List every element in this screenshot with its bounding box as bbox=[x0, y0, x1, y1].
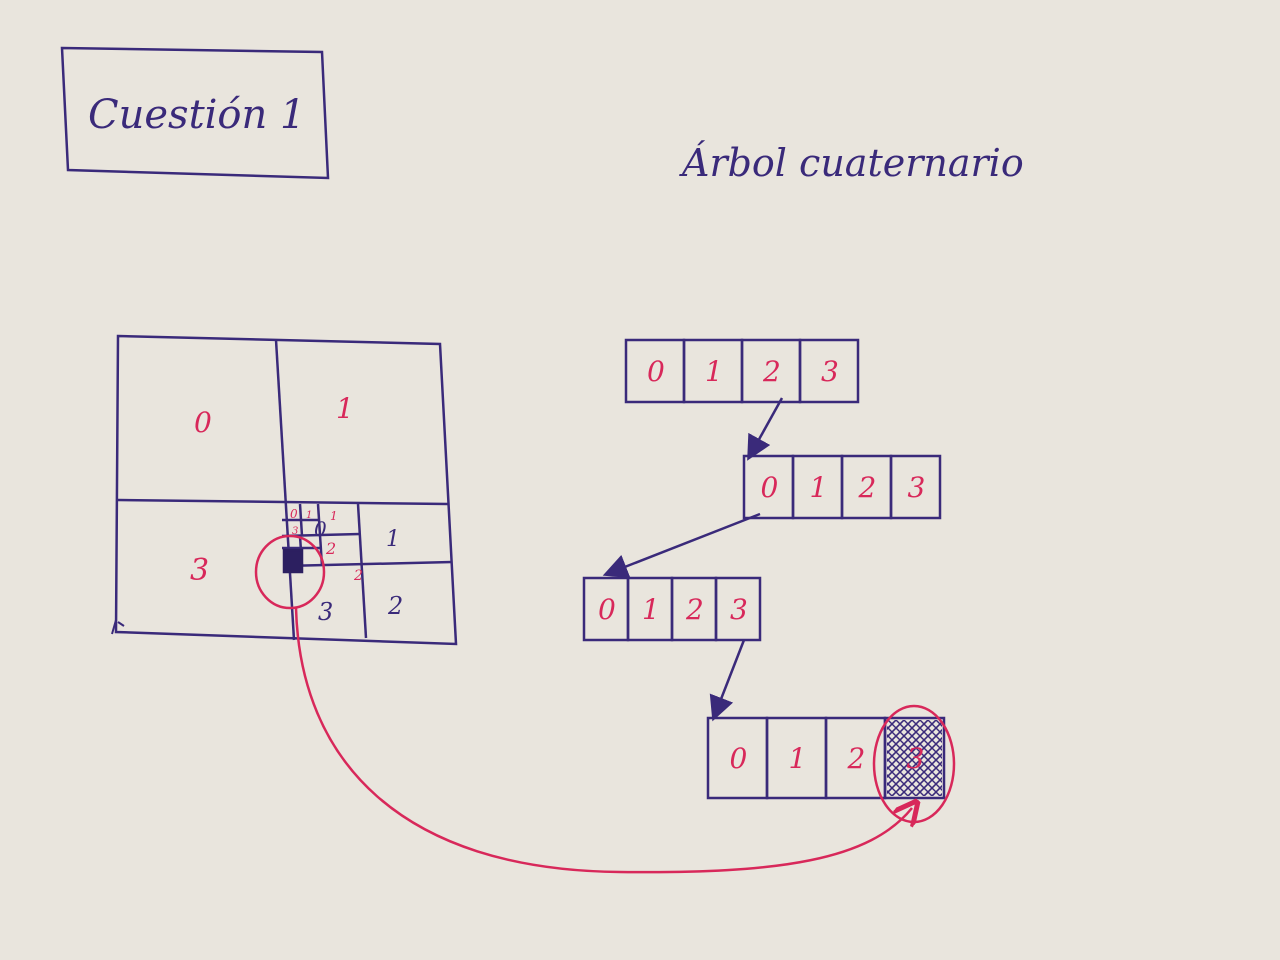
node-cell-label: 3 bbox=[908, 471, 926, 504]
sub-label-2: 2 bbox=[387, 592, 403, 620]
node-cell-label: 0 bbox=[730, 742, 748, 775]
quadrant-label-0: 0 bbox=[194, 406, 212, 439]
node-cell-label: 2 bbox=[685, 593, 704, 626]
node-cell bbox=[798, 338, 860, 404]
tree-node-1: 0 1 2 3 bbox=[624, 338, 860, 404]
quadrant-label-3: 3 bbox=[190, 553, 209, 588]
quadrant-label-1: 1 bbox=[336, 392, 354, 425]
node-cell bbox=[889, 454, 942, 520]
title-box: Cuestión 1 bbox=[60, 46, 330, 180]
tree-pointers bbox=[602, 397, 784, 722]
hatched-cell bbox=[887, 720, 942, 796]
node-cell-label: 1 bbox=[642, 593, 660, 626]
title-text: Cuestión 1 bbox=[88, 92, 305, 138]
node-cell-label: 1 bbox=[789, 742, 807, 775]
sub-label-1: 1 bbox=[386, 527, 400, 552]
node-cell-label: 3 bbox=[907, 742, 925, 775]
node-cell-label: 1 bbox=[810, 471, 828, 504]
pointer-arrow-1 bbox=[747, 397, 784, 461]
sub-vertical-divider bbox=[356, 503, 368, 639]
tiny-label-0: 0 bbox=[290, 507, 298, 521]
subsub-label-1: 1 bbox=[330, 509, 338, 523]
grid-horizontal-divider bbox=[117, 498, 449, 506]
grid-outer-border bbox=[114, 334, 458, 646]
grid-labels: 0 1 3 1 3 2 0 1 2 0 1 3 2 bbox=[190, 392, 403, 626]
tree-node-4: 0 1 2 3 bbox=[706, 716, 946, 800]
node-cell-label: 0 bbox=[598, 593, 616, 626]
node-cell-label: 3 bbox=[821, 355, 839, 388]
quadtree-grid bbox=[111, 334, 458, 646]
sub-label-3: 3 bbox=[318, 598, 333, 626]
node-cell-label: 2 bbox=[847, 742, 866, 775]
node-cell-label: 3 bbox=[730, 593, 748, 626]
subsub-label-2: 2 bbox=[325, 539, 336, 558]
tiny-label-3: 3 bbox=[292, 526, 298, 537]
target-cell-fill bbox=[282, 548, 304, 574]
heading-text: Árbol cuaternario bbox=[679, 141, 1024, 185]
node-cell bbox=[714, 576, 762, 642]
connection-curve bbox=[294, 607, 912, 874]
pointer-arrow-3 bbox=[709, 639, 746, 722]
sub-horizontal-divider bbox=[283, 560, 453, 568]
node-cell-label: 2 bbox=[858, 471, 877, 504]
tiny-vertical-divider bbox=[298, 503, 304, 537]
node-cell-label: 0 bbox=[647, 355, 665, 388]
tiny-label-2: 2 bbox=[353, 568, 363, 584]
grid-vertical-divider bbox=[274, 339, 296, 641]
pointer-arrow-2 bbox=[602, 512, 761, 579]
node-cell-label: 1 bbox=[705, 355, 723, 388]
node-cell-label: 0 bbox=[761, 471, 779, 504]
tiny-label-1: 1 bbox=[306, 510, 312, 521]
grid-highlight-circle bbox=[254, 534, 326, 610]
subsub-label-0: 0 bbox=[314, 517, 327, 541]
highlight-annotations bbox=[254, 534, 956, 874]
node-cell-label: 2 bbox=[762, 355, 781, 388]
